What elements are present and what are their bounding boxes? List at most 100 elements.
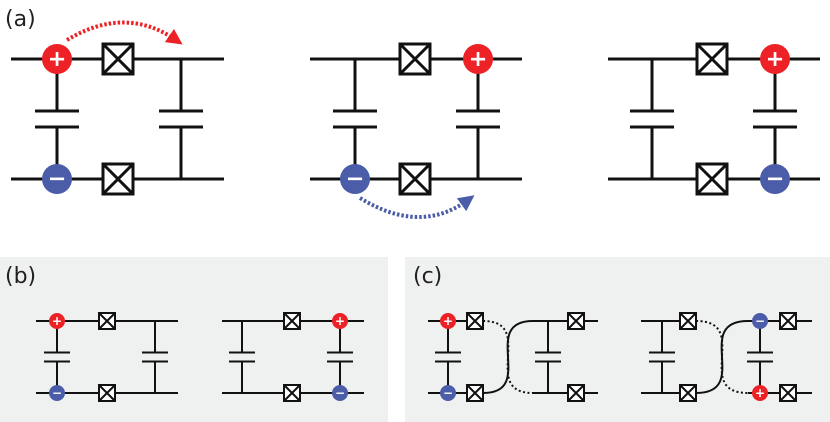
- josephson-junction-icon: [101, 162, 135, 196]
- charge-circle: [760, 44, 790, 74]
- josephson-junction-icon: [679, 312, 697, 330]
- junction-cross: [398, 162, 432, 196]
- josephson-junction-icon: [101, 42, 135, 76]
- panel-label-a: (a): [5, 7, 36, 32]
- charge-circle: [332, 313, 348, 329]
- plus-sign: +: [48, 46, 67, 72]
- josephson-junction-icon: [695, 162, 729, 196]
- negative-charge-icon: −: [332, 385, 348, 401]
- capacitor-icon: [35, 59, 79, 179]
- junction-cross: [398, 42, 432, 76]
- josephson-junction-icon: [283, 384, 301, 402]
- junction-cross: [695, 42, 729, 76]
- junction-cross: [567, 384, 585, 402]
- minus-sign: −: [335, 386, 345, 400]
- twisted-wire: [482, 320, 534, 394]
- positive-charge-icon: +: [49, 313, 65, 329]
- capacitor-plates: [159, 59, 203, 179]
- junction-cross: [679, 312, 697, 330]
- junction-cross: [98, 384, 116, 402]
- junction-cross: [695, 162, 729, 196]
- negative-charge-icon: −: [752, 313, 768, 329]
- josephson-junction-icon: [98, 384, 116, 402]
- panel-label-c: (c): [413, 264, 442, 289]
- positive-charge-icon: +: [463, 44, 493, 74]
- negative-charge-hop-arrow: [358, 195, 475, 219]
- junction-cross: [466, 384, 484, 402]
- charge-circle: [760, 164, 790, 194]
- capacitor-plates: [456, 59, 500, 179]
- capacitor-icon: [142, 321, 168, 393]
- charge-circle: [332, 385, 348, 401]
- minus-sign: −: [443, 386, 453, 400]
- charge-circle: [340, 164, 370, 194]
- positive-charge-icon: +: [332, 313, 348, 329]
- capacitor-plates: [535, 321, 561, 393]
- minus-sign: −: [755, 314, 765, 328]
- junction-cross: [779, 312, 797, 330]
- plus-sign: +: [766, 46, 785, 72]
- twisted-wire: [695, 320, 749, 394]
- positive-charge-hop-arrow: [65, 20, 183, 45]
- junction-cross: [101, 162, 135, 196]
- capacitor-icon: [327, 321, 353, 393]
- charge-circle: [752, 313, 768, 329]
- capacitor-plates: [435, 321, 461, 393]
- junction-cross: [98, 312, 116, 330]
- josephson-junction-icon: [398, 162, 432, 196]
- charge-circle: [42, 44, 72, 74]
- capacitor-icon: [630, 59, 674, 179]
- plus-sign: +: [755, 386, 765, 400]
- capacitor-plates: [229, 321, 255, 393]
- charge-circle: [752, 385, 768, 401]
- capacitor-plates: [333, 59, 377, 179]
- josephson-junction-icon: [398, 42, 432, 76]
- capacitor-plates: [44, 321, 70, 393]
- josephson-junction-icon: [679, 384, 697, 402]
- capacitor-icon: [456, 59, 500, 179]
- plus-sign: +: [335, 314, 345, 328]
- plus-sign: +: [52, 314, 62, 328]
- negative-charge-icon: −: [340, 164, 370, 194]
- josephson-junction-icon: [695, 42, 729, 76]
- capacitor-plates: [649, 321, 675, 393]
- capacitor-plates: [35, 59, 79, 179]
- minus-sign: −: [48, 166, 67, 192]
- capacitor-icon: [649, 321, 675, 393]
- junction-cross: [679, 384, 697, 402]
- minus-sign: −: [52, 386, 62, 400]
- charge-circle: [49, 385, 65, 401]
- capacitor-plates: [630, 59, 674, 179]
- charge-circle: [440, 385, 456, 401]
- charge-circle: [49, 313, 65, 329]
- negative-charge-icon: −: [42, 164, 72, 194]
- josephson-junction-icon: [283, 312, 301, 330]
- josephson-junction-icon: [98, 312, 116, 330]
- junction-cross: [283, 384, 301, 402]
- positive-charge-icon: +: [760, 44, 790, 74]
- josephson-junction-icon: [466, 384, 484, 402]
- junction-cross: [101, 42, 135, 76]
- junction-cross: [779, 384, 797, 402]
- capacitor-plates: [747, 321, 773, 393]
- josephson-junction-icon: [779, 312, 797, 330]
- capacitor-icon: [535, 321, 561, 393]
- capacitor-icon: [229, 321, 255, 393]
- capacitor-plates: [327, 321, 353, 393]
- charge-circle: [463, 44, 493, 74]
- charge-circle: [440, 313, 456, 329]
- josephson-junction-icon: [466, 312, 484, 330]
- negative-charge-icon: −: [440, 385, 456, 401]
- capacitor-icon: [159, 59, 203, 179]
- capacitor-icon: [44, 321, 70, 393]
- capacitor-plates: [142, 321, 168, 393]
- josephson-junction-icon: [779, 384, 797, 402]
- plus-sign: +: [469, 46, 488, 72]
- positive-charge-icon: +: [752, 385, 768, 401]
- josephson-junction-icon: [567, 384, 585, 402]
- capacitor-icon: [747, 321, 773, 393]
- negative-charge-icon: −: [760, 164, 790, 194]
- capacitor-icon: [753, 59, 797, 179]
- capacitor-icon: [435, 321, 461, 393]
